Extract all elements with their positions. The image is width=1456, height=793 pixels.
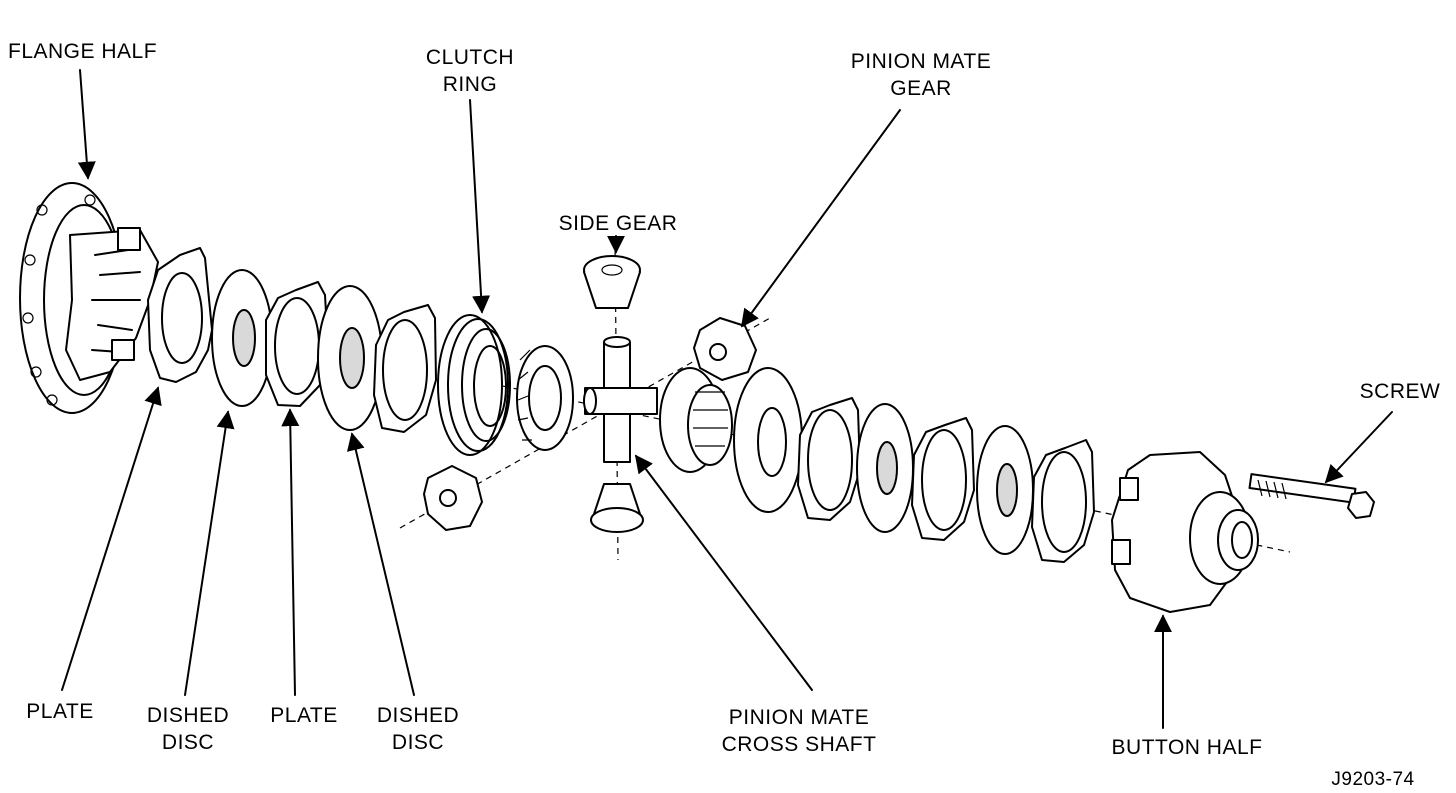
right-clutch-ring-part xyxy=(733,367,803,513)
right-dished-disc-1-part xyxy=(856,403,914,533)
label-screw: SCREW xyxy=(1352,378,1448,405)
dished-disc-2-arrow xyxy=(346,432,415,696)
flange-half-arrow xyxy=(77,69,96,180)
label-flange-half-text: FLANGE HALF xyxy=(8,40,158,63)
plate-2-part xyxy=(265,281,329,407)
label-button-half: BUTTON HALF xyxy=(1092,734,1282,761)
dished-disc-2-part xyxy=(317,285,383,431)
label-screw-text: SCREW xyxy=(1359,380,1441,403)
right-side-gear-part xyxy=(659,367,733,473)
top-side-gear-part xyxy=(583,255,641,309)
screw-arrow xyxy=(1324,411,1393,484)
figure-id: J9203-74 xyxy=(1318,766,1428,793)
right-plate-3-part xyxy=(1031,439,1095,563)
pinion-mate-gear-arrow xyxy=(740,109,901,328)
label-dished-disc-2-line1: DISHED xyxy=(376,704,460,727)
plate-1-part xyxy=(147,247,213,383)
label-plate-1: PLATE xyxy=(18,698,102,725)
leader-lines xyxy=(61,69,1393,729)
label-flange-half: FLANGE HALF xyxy=(8,38,157,65)
label-dished-disc-1-line1: DISHED xyxy=(146,704,230,727)
label-side-gear: SIDE GEAR xyxy=(548,210,688,237)
bottom-side-gear-part xyxy=(590,483,644,533)
left-side-gear-part xyxy=(516,345,574,451)
dished-disc-1-part xyxy=(211,269,273,407)
label-clutch-ring-line2: RING xyxy=(442,73,498,96)
clutch-ring-part xyxy=(437,314,511,456)
label-cross-shaft-line2: CROSS SHAFT xyxy=(721,733,877,756)
figure-id-text: J9203-74 xyxy=(1331,769,1415,790)
right-dished-disc-2-part xyxy=(976,425,1034,555)
plate-2-arrow xyxy=(281,408,300,696)
label-pinion-mate-gear-line2: GEAR xyxy=(890,77,952,100)
label-side-gear-text: SIDE GEAR xyxy=(558,212,678,235)
label-plate-2: PLATE xyxy=(262,702,346,729)
label-dished-disc-1-line2: DISC xyxy=(161,731,215,754)
label-clutch-ring: CLUTCH RING xyxy=(410,44,530,98)
right-plate-1-part xyxy=(797,397,861,521)
label-button-half-text: BUTTON HALF xyxy=(1111,736,1263,759)
right-plate-2-part xyxy=(911,417,975,541)
label-pinion-mate-gear-line1: PINION MATE xyxy=(850,50,992,73)
dished-disc-1-arrow xyxy=(184,410,235,696)
plate-3-part xyxy=(373,304,437,433)
screw-part xyxy=(1248,473,1375,519)
label-cross-shaft-line1: PINION MATE xyxy=(728,706,870,729)
cross-shaft-part xyxy=(583,336,658,463)
label-dished-disc-2-line2: DISC xyxy=(391,731,445,754)
label-pinion-mate-cross-shaft: PINION MATE CROSS SHAFT xyxy=(708,704,890,758)
label-clutch-ring-line1: CLUTCH xyxy=(425,46,515,69)
flange-half-part xyxy=(19,182,159,414)
pinion-mate-gear-upper-part xyxy=(693,317,757,381)
plate-1-arrow xyxy=(61,386,162,691)
cross-shaft-arrow xyxy=(634,454,813,691)
label-pinion-mate-gear: PINION MATE GEAR xyxy=(830,48,1012,102)
button-half-part xyxy=(1111,451,1259,613)
clutch-ring-arrow xyxy=(469,99,491,314)
label-plate-1-text: PLATE xyxy=(26,700,94,723)
pinion-mate-gear-lower-part xyxy=(423,465,483,531)
label-plate-2-text: PLATE xyxy=(270,704,338,727)
label-dished-disc-1: DISHED DISC xyxy=(138,702,238,756)
label-dished-disc-2: DISHED DISC xyxy=(368,702,468,756)
